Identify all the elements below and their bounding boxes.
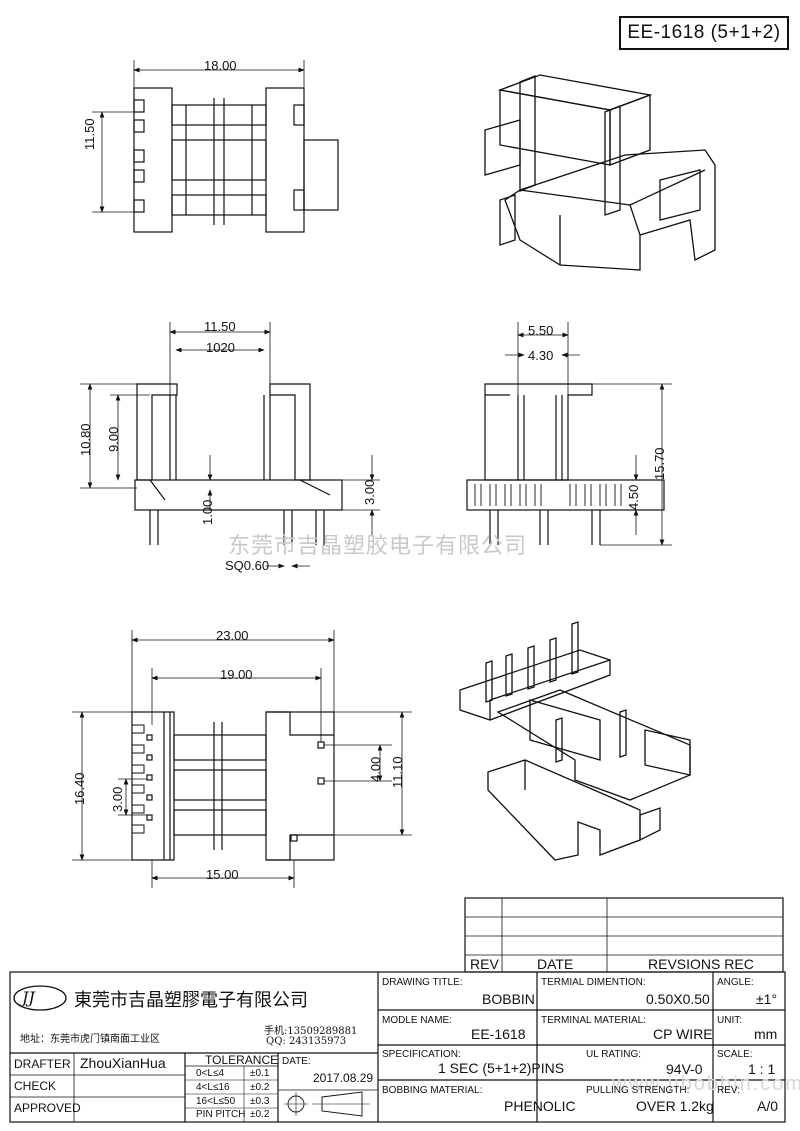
dim-bottom-body-width: 15.00	[206, 867, 239, 882]
company-logo: JJ	[22, 988, 35, 1007]
terminal-dimension-value: 0.50X0.50	[646, 991, 710, 1007]
dim-end-base: 4.50	[626, 484, 641, 510]
pulling-strength-label: PULLING STRENGTH:	[586, 1085, 690, 1096]
terminal-material-label: TERMINAL MATERIAL:	[541, 1015, 647, 1026]
drawing-title-label: DRAWING TITLE:	[382, 977, 463, 988]
drawing-title-value: BOBBIN	[482, 991, 535, 1007]
date-value: 2017.08.29	[313, 1071, 374, 1085]
company-phone: 手机:13509289881	[264, 1026, 358, 1037]
watermark: 东莞市吉晶塑胶电子有限公司	[228, 534, 528, 559]
approved-label: APPROVED	[14, 1101, 81, 1115]
dim-end-width-inner: 4.30	[528, 348, 554, 363]
dim-side-height: 9.00	[106, 426, 121, 452]
bobbin-material-label: BOBBING MATERIAL:	[382, 1085, 483, 1096]
dim-bottom-pin-span: 19.00	[220, 667, 253, 682]
isometric-view-bottom	[459, 621, 691, 861]
check-label: CHECK	[14, 1079, 57, 1093]
dim-bottom-right-span: 4.00	[368, 756, 383, 782]
tolerance-range-2: 4<L≤16	[196, 1082, 230, 1093]
rev-label: REV:	[717, 1085, 740, 1096]
angle-value: ±1°	[756, 991, 778, 1007]
bobbin-material-value: PHENOLIC	[504, 1098, 576, 1114]
tolerance-range-4: PIN PITCH	[196, 1109, 246, 1120]
unit-label: UNIT:	[717, 1015, 742, 1026]
side-view	[134, 383, 343, 545]
terminal-material-value: CP WIRE	[653, 1026, 713, 1042]
tolerance-value-2: ±0.2	[250, 1082, 270, 1093]
dim-bottom-right-height: 11.10	[390, 756, 405, 788]
dim-top-height: 11.50	[82, 118, 97, 150]
ul-rating-value: 94V-0	[666, 1061, 703, 1077]
dim-side-width-outer: 11.50	[204, 319, 236, 334]
company-address: 地址：东莞市虎门镇南面工业区	[20, 1034, 160, 1045]
terminal-dimension-label: TERMIAL DIMENTION:	[541, 977, 646, 988]
drafter-value: ZhouXianHua	[80, 1055, 166, 1071]
dim-top-width: 18.00	[204, 58, 237, 73]
rev-value: A/0	[757, 1098, 779, 1114]
tolerance-label: TOLERANCE	[205, 1053, 279, 1067]
top-view	[133, 87, 339, 233]
tolerance-range-1: 0<L≤4	[196, 1068, 225, 1079]
end-view	[466, 383, 665, 545]
company-name: 東莞市吉晶塑膠電子有限公司	[74, 990, 308, 1011]
dim-end-height-total: 15.70	[652, 447, 667, 480]
rev-header: REV	[470, 956, 499, 972]
drawing-number: EE-1618 (5+1+2)	[619, 16, 789, 50]
dim-end-width-outer: 5.50	[528, 323, 554, 338]
model-name-value: EE-1618	[471, 1026, 526, 1042]
dim-bottom-total-width: 23.00	[216, 628, 249, 643]
model-name-label: MODLE NAME:	[382, 1015, 453, 1026]
company-qq: QQ: 243135973	[266, 1036, 347, 1047]
isometric-view-top	[484, 74, 716, 271]
scale-value: 1 : 1	[748, 1061, 776, 1077]
dim-side-height-total: 10.80	[78, 423, 93, 456]
unit-value: mm	[754, 1026, 778, 1042]
dim-side-pin-standoff: 1.00	[200, 499, 215, 525]
dim-side-width-inner: 1020	[206, 340, 235, 355]
specification-value: 1 SEC (5+1+2)PINS	[438, 1060, 565, 1076]
dim-bottom-height: 16.40	[72, 772, 87, 805]
bottom-view	[131, 711, 335, 861]
title-block-grid	[9, 971, 786, 1123]
dim-side-base: 3.00	[362, 479, 377, 505]
specification-label: SPECIFICATION:	[382, 1049, 461, 1060]
dim-bottom-pitch: 3.00	[110, 786, 125, 812]
drafter-label: DRAFTER	[14, 1057, 71, 1071]
pulling-strength-value: OVER 1.2kg	[636, 1098, 714, 1114]
date-label: DATE:	[282, 1056, 311, 1067]
angle-label: ANGLE:	[717, 977, 754, 988]
dim-pin-square: SQ0.60	[225, 558, 270, 573]
date-header: DATE	[537, 956, 574, 972]
scale-label: SCALE:	[717, 1049, 753, 1060]
tolerance-value-4: ±0.2	[250, 1109, 270, 1120]
tolerance-range-3: 16<L≤50	[196, 1096, 236, 1107]
revisions-rec-header: REVSIONS REC	[648, 956, 754, 972]
tolerance-value-1: ±0.1	[250, 1068, 270, 1079]
ul-rating-label: UL RATING:	[586, 1049, 642, 1060]
watermark-url: www.jibobbin.com	[612, 1073, 800, 1095]
tolerance-value-3: ±0.3	[250, 1096, 270, 1107]
